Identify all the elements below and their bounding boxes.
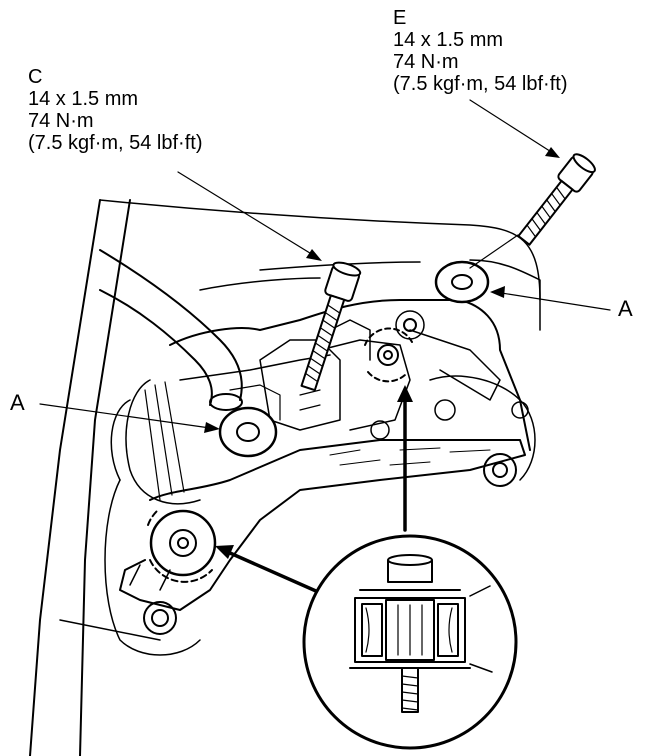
bolt-c (300, 261, 362, 392)
label-e-torque-alt: (7.5 kgf·m, 54 lbf·ft) (393, 73, 568, 95)
label-e: E 14 x 1.5 mm 74 N·m (7.5 kgf·m, 54 lbf·… (393, 7, 568, 95)
leader-lines (39, 99, 611, 429)
coolant-hose (99, 249, 243, 411)
inset-bushing (349, 554, 493, 713)
upper-mount (364, 310, 425, 383)
bolt-e (517, 153, 596, 246)
label-e-torque: 74 N·m (393, 51, 459, 73)
label-c-letter: C (28, 66, 43, 88)
inset-pointers (215, 385, 413, 597)
label-c-torque: 74 N·m (28, 110, 94, 132)
washer-a-left (218, 406, 278, 458)
label-a-left: A (10, 390, 25, 415)
label-c-size: 14 x 1.5 mm (28, 88, 139, 110)
label-a-right: A (618, 296, 633, 321)
transmission-body (110, 299, 536, 505)
leader-arrows (204, 147, 560, 433)
label-e-letter: E (393, 7, 407, 29)
label-e-size: 14 x 1.5 mm (393, 29, 504, 51)
washer-a-right (434, 260, 490, 304)
lower-mount (147, 509, 217, 583)
vehicle-frame (29, 199, 541, 756)
label-c-torque-alt: (7.5 kgf·m, 54 lbf·ft) (28, 132, 203, 154)
detail-inset (302, 534, 518, 750)
mount-bracket (119, 439, 526, 635)
label-c: C 14 x 1.5 mm 74 N·m (7.5 kgf·m, 54 lbf·… (28, 66, 203, 154)
